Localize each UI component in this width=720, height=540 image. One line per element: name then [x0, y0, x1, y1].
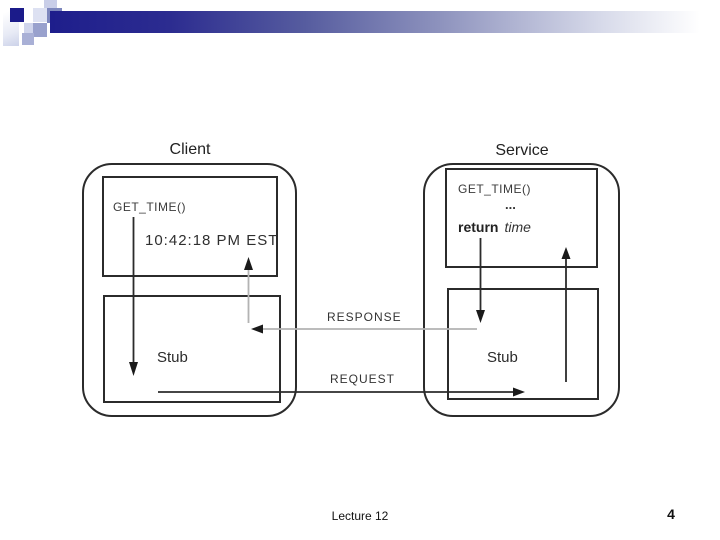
service-signature-text: GET_TIME(): [458, 182, 531, 196]
service-procedure-box: [445, 168, 598, 268]
client-machine-box: [82, 163, 297, 417]
client-stub-box: [103, 295, 281, 403]
response-label: RESPONSE: [327, 310, 402, 324]
service-ellipsis-text: ...: [505, 197, 516, 212]
service-machine-box: [423, 163, 620, 417]
deco-square: [10, 8, 24, 22]
service-return-text: return time: [458, 219, 531, 235]
deco-title-bar: [50, 11, 720, 33]
footer-lecture: Lecture 12: [331, 509, 389, 523]
client-call-text: GET_TIME(): [113, 200, 186, 214]
deco-square: [33, 8, 47, 22]
service-stub-label: Stub: [487, 349, 518, 366]
client-procedure-box: [102, 176, 278, 277]
service-stub-box: [447, 288, 599, 400]
request-label: REQUEST: [330, 372, 396, 386]
deco-square: [24, 23, 34, 37]
deco-square: [33, 23, 47, 37]
client-stub-label: Stub: [157, 349, 188, 366]
client-title: Client: [169, 141, 211, 158]
deco-square: [22, 33, 34, 45]
deco-gradient-strip: [3, 0, 19, 46]
return-value: time: [504, 219, 531, 235]
slide-number: 4: [667, 506, 675, 522]
service-title: Service: [495, 142, 549, 159]
return-keyword: return: [458, 219, 499, 235]
client-result-text: 10:42:18 PM EST: [145, 232, 279, 249]
